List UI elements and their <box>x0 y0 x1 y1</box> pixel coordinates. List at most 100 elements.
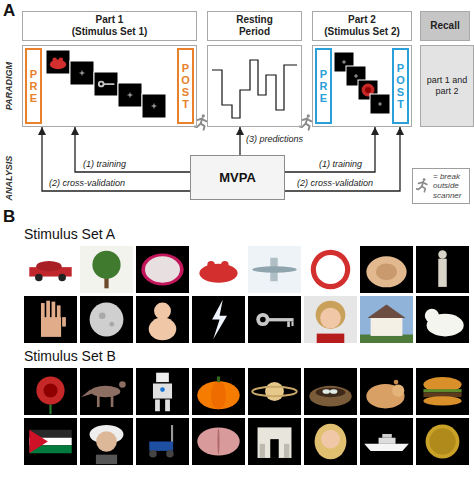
image-tile <box>80 296 133 343</box>
image-tile <box>24 418 77 465</box>
illustration-part <box>46 50 70 74</box>
paradigm-panel: Part 2(Stimulus Set 2)PREPOST <box>312 45 412 127</box>
column-heading: Resting Period <box>225 14 285 38</box>
illustration-part <box>343 60 345 64</box>
illustration-part <box>155 399 160 411</box>
illustration-part <box>199 264 237 283</box>
column-heading: Part 1 <box>96 14 124 26</box>
illustration-part <box>197 427 239 455</box>
illustration-part <box>252 266 297 273</box>
illustration-part <box>260 444 265 458</box>
illustration-part <box>49 405 51 414</box>
illustration-part <box>376 263 397 280</box>
stimulus-frames <box>46 50 166 118</box>
illustration-part <box>90 303 124 337</box>
illustration-part <box>201 124 205 130</box>
image-tile <box>24 296 77 343</box>
image-tile <box>136 418 189 465</box>
illustration-part <box>100 83 103 86</box>
illustration-part <box>129 93 131 98</box>
illustration-part <box>57 305 61 318</box>
panel-text: part 1 and part 2 <box>421 72 473 100</box>
illustration-part <box>316 255 345 284</box>
illustration-part <box>438 259 446 287</box>
image-tile <box>304 296 357 343</box>
illustration-part <box>307 114 310 117</box>
illustration-part <box>145 256 180 282</box>
illustration-part <box>92 251 120 279</box>
illustration-part <box>36 376 64 404</box>
illustration-part <box>96 431 117 452</box>
image-tile <box>192 368 245 415</box>
process-label: MVPA <box>219 170 256 185</box>
connector-label: (1) training <box>82 159 127 170</box>
node-body: PRE <box>317 50 330 122</box>
image-tile <box>360 246 413 293</box>
illustration-part <box>41 317 61 337</box>
illustration-part <box>50 60 66 70</box>
illustration-part <box>364 444 409 451</box>
illustration-part <box>367 304 405 318</box>
illustration-part <box>160 387 165 392</box>
illustration-part <box>320 308 341 329</box>
connector-label: (2) cross-validation <box>296 178 374 189</box>
image-tile <box>118 83 142 107</box>
pre-post-box: PRE <box>25 48 42 124</box>
illustration-part <box>423 178 426 181</box>
illustration-part <box>252 387 297 396</box>
panel-letter: A <box>3 1 15 21</box>
illustration-part <box>97 394 100 407</box>
illustration-part <box>260 317 266 323</box>
set-heading: Stimulus Set A <box>24 226 115 242</box>
legend-icon <box>416 176 430 196</box>
connector-label: (2) cross-validation <box>48 178 126 189</box>
illustration-part <box>58 274 66 282</box>
illustration-part <box>417 186 422 189</box>
phase-label: PRE <box>28 68 39 104</box>
illustration-part <box>156 373 169 382</box>
illustration-part <box>429 428 455 454</box>
illustration-part <box>118 83 142 107</box>
illustration-part <box>306 124 310 130</box>
illustration-part <box>35 274 43 282</box>
pre-post-box: POST <box>392 48 409 124</box>
illustration-part <box>379 102 381 106</box>
image-tile <box>248 246 301 293</box>
illustration-part <box>265 382 284 401</box>
illustration-part <box>212 300 227 339</box>
illustration-part <box>317 334 345 343</box>
row-label: ANALYSIS <box>4 156 14 201</box>
illustration-part <box>221 261 229 269</box>
illustration-part <box>211 381 226 409</box>
illustration-part <box>392 384 404 396</box>
illustration-part <box>94 72 118 96</box>
illustration-part <box>166 450 174 458</box>
illustration-part <box>142 94 166 118</box>
illustration-part <box>36 261 61 271</box>
illustration-part <box>309 386 351 407</box>
node-body: MVPA <box>191 156 284 199</box>
illustration-part <box>165 399 170 411</box>
stimulus-set-grid <box>24 368 469 465</box>
illustration-part <box>81 71 83 76</box>
illustration-part <box>207 261 215 269</box>
illustration-part <box>81 389 92 397</box>
illustration-part <box>366 384 404 408</box>
node-body: POST <box>394 50 407 122</box>
process-box: MVPA <box>190 155 285 200</box>
legend-text: = break outside scanner <box>433 172 466 201</box>
illustration-part <box>330 389 337 394</box>
image-tile <box>304 368 357 415</box>
node-body: part 1 and part 2 <box>421 46 473 126</box>
illustration-part <box>425 309 439 323</box>
resting-trace <box>212 60 297 118</box>
header-cell: Part 1(Stimulus Set 1) <box>22 11 197 41</box>
illustration-part <box>371 317 403 336</box>
image-tile <box>370 94 390 114</box>
image-tile <box>24 368 77 415</box>
illustration-part <box>171 425 173 444</box>
illustration-part <box>52 302 56 318</box>
image-tile <box>24 246 77 293</box>
illustration-part <box>394 380 399 385</box>
illustration-part <box>197 381 239 409</box>
